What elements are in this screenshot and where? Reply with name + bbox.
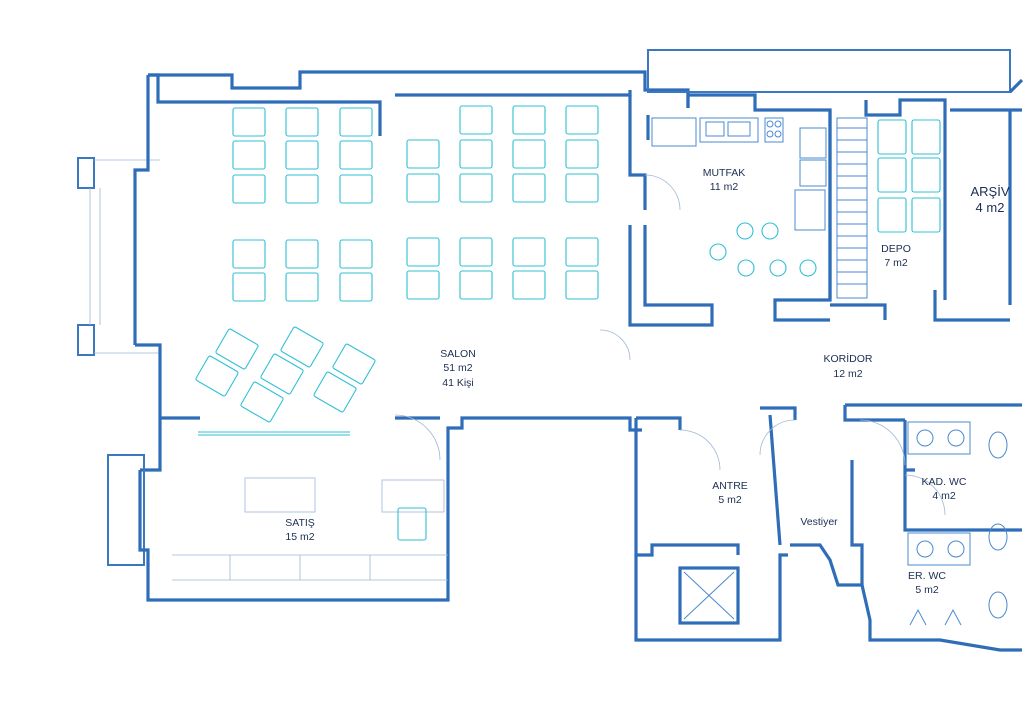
room-salon-name: SALON xyxy=(440,348,476,360)
room-satis-name: SATIŞ xyxy=(285,517,315,529)
satis-furniture xyxy=(172,477,448,581)
room-mutfak-area: 11 m2 xyxy=(710,181,739,193)
wc-fixtures xyxy=(907,421,1008,626)
room-vestiyer-name: Vestiyer xyxy=(800,516,838,528)
room-er-wc-name: ER. WC xyxy=(908,570,946,582)
kitchen-counter xyxy=(651,117,827,231)
room-salon-area: 51 m2 xyxy=(443,362,472,374)
depo-shelves xyxy=(877,119,941,233)
room-depo-area: 7 m2 xyxy=(884,257,908,269)
room-kad-wc-area: 4 m2 xyxy=(932,490,956,502)
room-koridor-name: KORİDOR xyxy=(823,352,872,365)
room-antre-area: 5 m2 xyxy=(718,494,742,506)
room-satis-area: 15 m2 xyxy=(285,531,314,543)
room-mutfak-name: MUTFAK xyxy=(703,167,746,179)
door-swings xyxy=(394,174,946,516)
room-koridor-area: 12 m2 xyxy=(833,368,862,380)
room-labels: SALON 51 m2 41 Kişi MUTFAK 11 m2 DEPO 7 … xyxy=(285,167,1010,596)
kitchen-stools xyxy=(709,222,817,277)
stairs xyxy=(836,117,868,299)
elevator-shaft xyxy=(678,566,740,625)
room-arsiv-name: ARŞİV xyxy=(970,184,1009,199)
room-kad-wc-name: KAD. WC xyxy=(922,476,967,488)
room-er-wc-area: 5 m2 xyxy=(915,584,939,596)
room-arsiv-area: 4 m2 xyxy=(976,200,1005,215)
room-depo-name: DEPO xyxy=(881,243,911,255)
walls xyxy=(77,49,1024,652)
salon-chairs xyxy=(195,105,599,423)
room-salon-capacity: 41 Kişi xyxy=(442,377,474,389)
room-antre-name: ANTRE xyxy=(712,480,748,492)
